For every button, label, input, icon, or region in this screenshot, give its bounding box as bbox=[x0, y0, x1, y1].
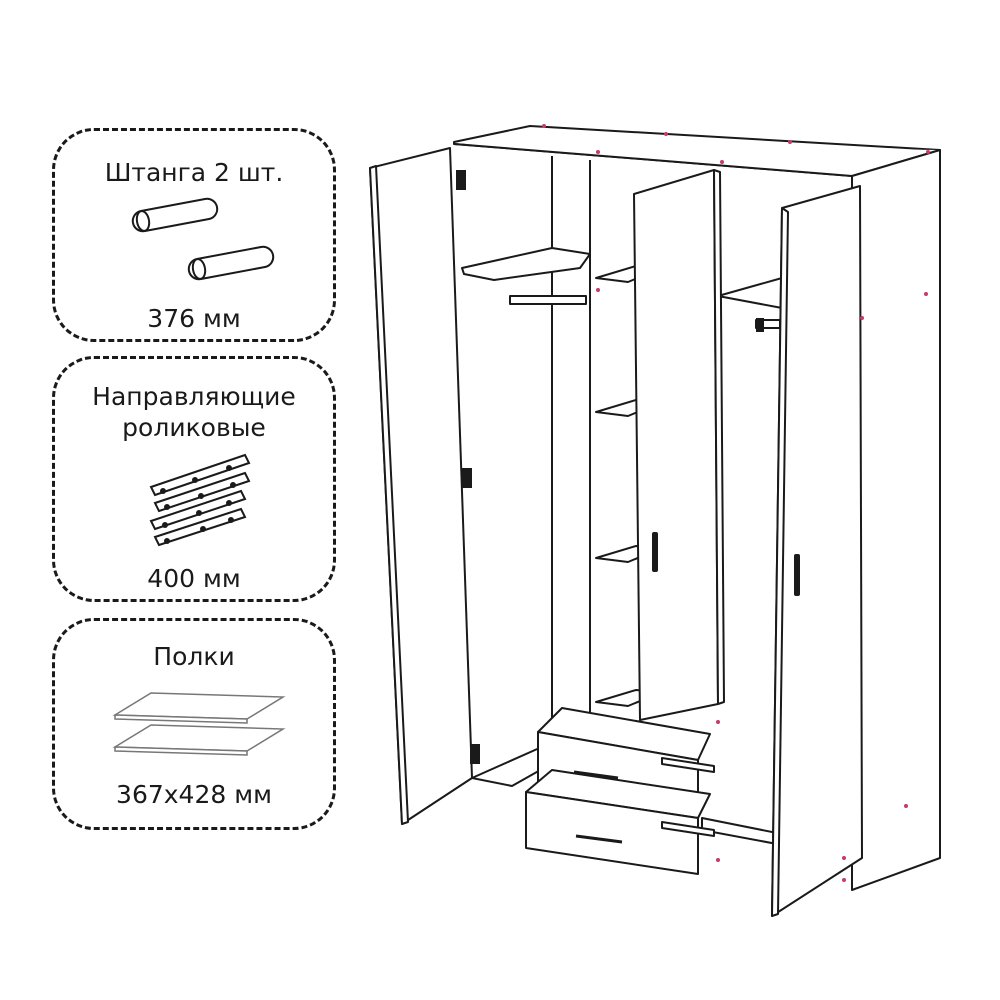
rods-panel: Штанга 2 шт. 376 мм bbox=[52, 128, 336, 342]
three-door-wardrobe-icon bbox=[369, 124, 941, 917]
guides-title: Направляющие роликовые bbox=[92, 382, 296, 442]
guides-size: 400 мм bbox=[147, 564, 241, 593]
shelves-title: Полки bbox=[153, 642, 235, 671]
rods-size: 376 мм bbox=[147, 304, 241, 333]
rod-icon bbox=[131, 197, 275, 281]
shelves-panel: Полки 367x428 мм bbox=[52, 618, 336, 830]
guides-panel: Направляющие роликовые 400 мм bbox=[52, 356, 336, 602]
rods-title: Штанга 2 шт. bbox=[104, 158, 284, 187]
shelves-size: 367x428 мм bbox=[116, 780, 272, 809]
shelf-icon bbox=[112, 692, 286, 756]
roller-guide-icon bbox=[149, 453, 251, 547]
